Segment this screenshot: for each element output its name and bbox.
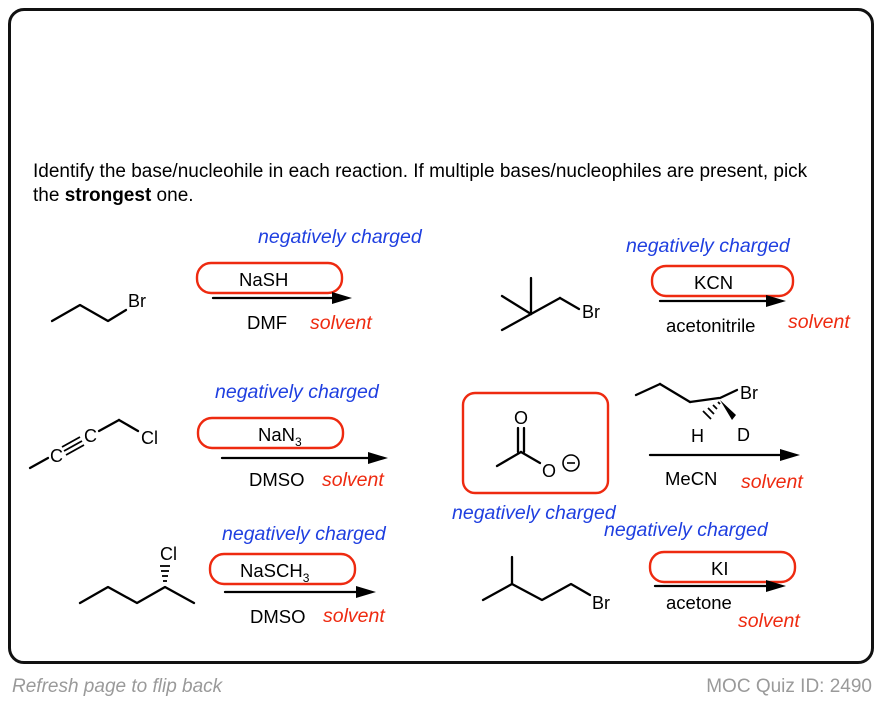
methyl-bond: [28, 456, 50, 470]
c-o-single-bond: [519, 450, 542, 465]
ch2-bond: [97, 418, 121, 433]
solvent-label: solvent: [323, 605, 386, 627]
propyl-chain: [50, 303, 128, 323]
reagent-highlight-box: [195, 261, 344, 295]
reagent-highlight-box: [648, 550, 797, 584]
reaction-3: C C Cl negatively charged NaN3 DMSO solv…: [28, 381, 388, 491]
solvent-label: solvent: [322, 469, 385, 491]
solvent-label: solvent: [788, 311, 851, 333]
reagent-nan3: NaN3: [258, 424, 302, 449]
alkyne-carbon-right: C: [84, 426, 97, 446]
reaction-arrow-head: [332, 292, 352, 304]
reaction-4: O O negatively charged Br H D MeCN solve…: [452, 382, 804, 524]
solvent-acetone: acetone: [666, 592, 732, 613]
reaction-1: Br negatively charged NaSH DMF solvent: [50, 226, 423, 334]
reaction-arrow-head: [356, 586, 376, 598]
ethyl-bond-1: [634, 382, 662, 397]
reaction-6: Br negatively charged KI acetone solvent: [481, 519, 801, 632]
reagent-nash: NaSH: [239, 269, 288, 290]
reagent-highlight-box: [196, 416, 345, 450]
solvent-dmf: DMF: [247, 312, 287, 333]
bromine-label: Br: [592, 593, 610, 613]
bromine-label: Br: [582, 302, 600, 322]
tbutyl-bond-left: [500, 294, 533, 316]
ch2-bond: [529, 296, 562, 316]
alkyne-carbon-left: C: [50, 446, 63, 466]
refresh-flip-link[interactable]: Refresh page to flip back: [12, 676, 223, 697]
negatively-charged-label: negatively charged: [604, 519, 769, 541]
reagent-highlight-box: [650, 264, 795, 298]
negatively-charged-label: negatively charged: [452, 502, 617, 524]
question-text: Identify the base/nucleohile in each rea…: [33, 161, 808, 206]
negative-charge-icon: [562, 454, 580, 472]
deuterium-label: D: [737, 425, 750, 445]
pentyl-chain: [78, 585, 196, 605]
hydrogen-label: H: [691, 426, 704, 446]
ethyl-bond-2: [658, 382, 692, 404]
solvent-label: solvent: [310, 312, 373, 334]
quiz-id-label: MOC Quiz ID: 2490: [706, 676, 872, 697]
chlorine-label: Cl: [160, 544, 177, 564]
solvent-dmso: DMSO: [250, 606, 306, 627]
reagent-nasch3: NaSCH3: [240, 560, 310, 585]
solvent-acetonitrile: acetonitrile: [666, 315, 755, 336]
ch2-stereo-bond: [688, 396, 721, 404]
isopentyl-chain: [481, 582, 592, 602]
c-br-bond: [558, 296, 581, 311]
reagent-kcn: KCN: [694, 272, 733, 293]
bromine-label: Br: [740, 383, 758, 403]
chlorine-label: Cl: [141, 428, 158, 448]
negatively-charged-label: negatively charged: [626, 235, 791, 257]
reaction-arrow-head: [368, 452, 388, 464]
negatively-charged-label: negatively charged: [258, 226, 423, 248]
acetate-methyl-bond: [495, 450, 523, 468]
bromine-label: Br: [128, 291, 146, 311]
solvent-label: solvent: [741, 471, 804, 493]
c-cl-bond: [117, 418, 140, 433]
reaction-2: Br negatively charged KCN acetonitrile s…: [500, 235, 851, 336]
c-br-bond: [718, 388, 739, 400]
reagent-ki: KI: [711, 558, 728, 579]
wedge-bond-d: [720, 400, 736, 420]
triple-bond-b: [65, 444, 85, 456]
carbonyl-oxygen: O: [514, 408, 528, 428]
solvent-mecn: MeCN: [665, 468, 717, 489]
reagent-highlight-box: [208, 552, 357, 586]
solvent-label: solvent: [738, 610, 801, 632]
reaction-5: Cl negatively charged NaSCH3 DMSO solven…: [78, 523, 387, 627]
solvent-dmso: DMSO: [249, 469, 305, 490]
hashed-wedge-cl: [160, 565, 170, 582]
triple-bond-c: [61, 436, 81, 448]
emphasis-strongest: strongest: [64, 185, 152, 206]
negatively-charged-label: negatively charged: [222, 523, 387, 545]
negatively-charged-label: negatively charged: [215, 381, 380, 403]
reaction-arrow-head: [780, 449, 800, 461]
hashed-wedge-h: [702, 401, 721, 420]
reaction-arrow-head: [766, 580, 786, 592]
acetate-highlight-box: [461, 391, 610, 495]
carboxylate-oxygen: O: [542, 461, 556, 481]
reaction-arrow-head: [766, 295, 786, 307]
tbutyl-bond-down: [500, 312, 533, 332]
quiz-card[interactable]: [8, 8, 874, 664]
triple-bond-a: [63, 440, 83, 452]
